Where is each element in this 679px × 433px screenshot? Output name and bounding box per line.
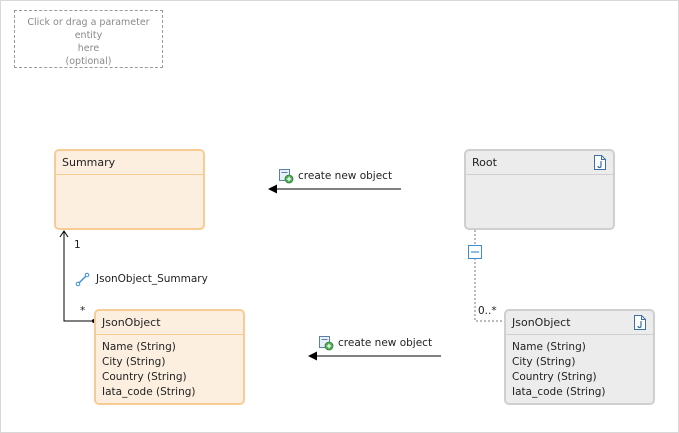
attribute-row[interactable]: City (String) xyxy=(512,356,576,368)
entity-jsonobject-source-title: JsonObject xyxy=(512,316,571,329)
create-object-icon[interactable] xyxy=(279,169,294,187)
association-multiplicity-top: 1 xyxy=(74,239,81,251)
association-line[interactable] xyxy=(63,231,94,322)
attribute-row[interactable]: Iata_code (String) xyxy=(102,386,196,398)
mapping-label-top[interactable]: create new object xyxy=(298,170,393,182)
entity-root[interactable]: Root xyxy=(464,149,615,230)
entity-jsonobject-target[interactable]: JsonObject Name (String) City (String) C… xyxy=(94,309,245,405)
entity-root-header: Root xyxy=(466,151,613,175)
collapse-icon[interactable] xyxy=(468,245,482,262)
attribute-row[interactable]: Name (String) xyxy=(512,341,586,353)
mapping-arrowhead-bottom xyxy=(308,351,317,361)
entity-jsonobject-source[interactable]: JsonObject Name (String) City (String) C… xyxy=(504,309,655,405)
attribute-row[interactable]: City (String) xyxy=(102,356,166,368)
attribute-row[interactable]: Name (String) xyxy=(102,341,176,353)
entity-root-body xyxy=(466,175,613,180)
association-arrowhead xyxy=(59,230,69,238)
association-icon[interactable] xyxy=(75,272,90,290)
entity-jsonobject-source-attributes: Name (String) City (String) Country (Str… xyxy=(506,335,653,400)
entity-summary[interactable]: Summary xyxy=(54,149,205,230)
parameter-drop-line1: Click or drag a parameter entity xyxy=(27,17,150,41)
mapping-label-bottom[interactable]: create new object xyxy=(338,337,433,349)
attribute-row[interactable]: Country (String) xyxy=(512,371,597,383)
entity-summary-title: Summary xyxy=(56,151,203,175)
attribute-row[interactable]: Country (String) xyxy=(102,371,187,383)
containment-multiplicity: 0..* xyxy=(478,305,497,317)
parameter-drop-zone[interactable]: Click or drag a parameter entity here (o… xyxy=(14,10,163,68)
association-multiplicity-bottom: * xyxy=(80,305,86,317)
entity-jsonobject-target-title: JsonObject xyxy=(96,311,243,335)
entity-root-title: Root xyxy=(472,156,497,169)
entity-summary-body xyxy=(56,175,203,180)
entity-jsonobject-source-header: JsonObject xyxy=(506,311,653,335)
entity-jsonobject-target-attributes: Name (String) City (String) Country (Str… xyxy=(96,335,243,400)
json-file-icon xyxy=(633,315,646,338)
parameter-drop-line3: (optional) xyxy=(65,56,112,67)
association-label[interactable]: JsonObject_Summary xyxy=(96,273,208,285)
create-object-icon[interactable] xyxy=(319,336,334,354)
parameter-drop-line2: here xyxy=(77,43,100,54)
json-file-icon xyxy=(593,155,606,178)
attribute-row[interactable]: Iata_code (String) xyxy=(512,386,606,398)
mapping-arrowhead-top xyxy=(268,184,277,194)
